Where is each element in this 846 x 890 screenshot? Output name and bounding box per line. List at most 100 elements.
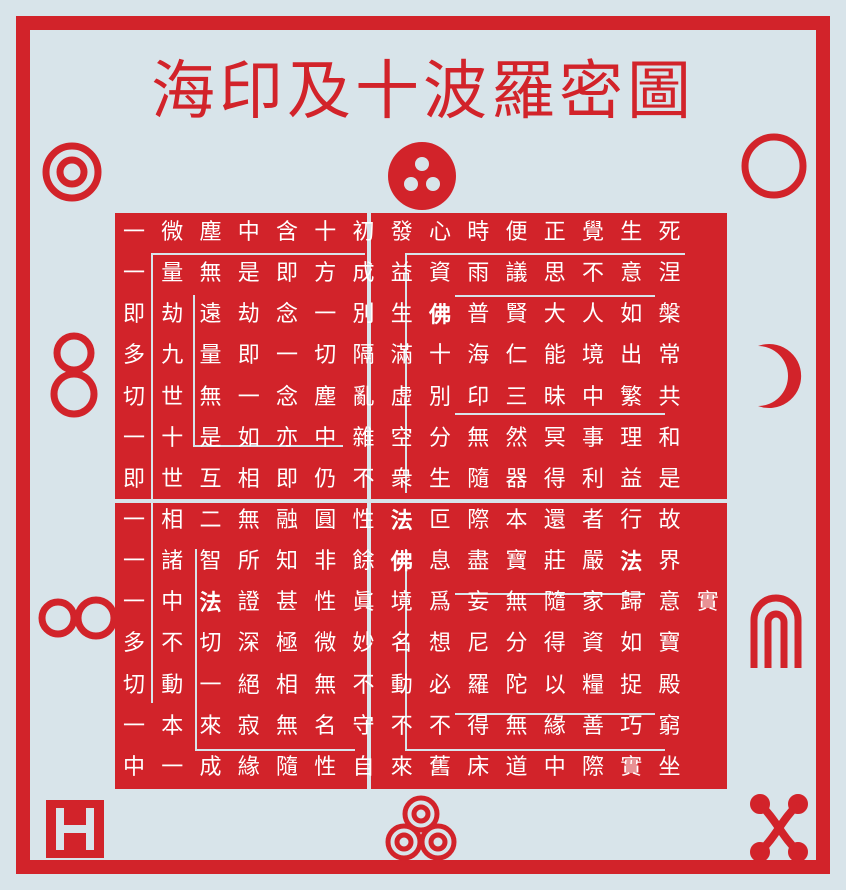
seal-character: 生 [423,464,457,496]
seal-character: 隔 [347,340,381,372]
seal-character: 微 [155,217,189,249]
seal-character: 本 [155,711,189,743]
seal-character: 智 [194,546,228,578]
seal-character: 繁 [614,382,648,414]
seal-character: 正 [538,217,572,249]
seal-character: 仍 [308,464,342,496]
seal-character: 行 [614,505,648,537]
seal-character: 一 [232,382,266,414]
h-glyph-icon [42,796,108,862]
seal-character: 塵 [194,217,228,249]
three-dots-circle-icon [384,138,460,214]
seal-character: 出 [614,340,648,372]
seal-character: 分 [500,628,534,660]
seal-character: 含 [270,217,304,249]
seal-character: 隨 [538,587,572,619]
seal-character: 寶 [653,628,687,660]
seal-character: 槃 [653,299,687,331]
seal-character: 境 [576,340,610,372]
seal-character: 隨 [270,752,304,784]
seal-character: 中 [155,587,189,619]
seal-character: 意 [614,258,648,290]
seal-character: 中 [576,382,610,414]
seal-character: 際 [461,505,495,537]
seal-character: 微 [308,628,342,660]
seal-character: 十 [308,217,342,249]
seal-character: 不 [385,711,419,743]
seal-character: 空 [385,423,419,455]
seal-character: 事 [576,423,610,455]
seal-character: 深 [232,628,266,660]
seal-character: 是 [194,423,228,455]
seal-character: 生 [614,217,648,249]
seal-character: 十 [155,423,189,455]
seal-character: 以 [538,670,572,702]
seal-character: 即 [117,464,151,496]
seal-character: 即 [270,464,304,496]
seal-character: 糧 [576,670,610,702]
knot-icon [748,792,810,864]
seal-character: 成 [194,752,228,784]
seal-character: 實 [614,752,648,784]
seal-character: 器 [500,464,534,496]
seal-character: 如 [232,423,266,455]
seal-character: 法 [614,546,648,578]
seal-character: 緣 [538,711,572,743]
seal-character: 衆 [385,464,419,496]
seal-character: 死 [653,217,687,249]
circle-icon [738,130,810,202]
seal-character: 無 [500,587,534,619]
seal-character: 如 [614,628,648,660]
seal-character: 佛 [423,299,457,331]
seal-character: 世 [155,464,189,496]
seal-character: 性 [308,752,342,784]
seal-character: 動 [155,670,189,702]
seal-maze-grid: 一微塵中含十初發心時便正覺生死一微塵中含十初發心時便正覺生死一量無是即方成益資雨… [115,213,727,789]
seal-character: 無 [500,711,534,743]
seal-character: 三 [500,382,534,414]
seal-character: 非 [308,546,342,578]
seal-character: 一 [117,711,151,743]
seal-character: 量 [194,340,228,372]
seal-character: 中 [538,752,572,784]
seal-character: 無 [232,505,266,537]
seal-character: 大 [538,299,572,331]
seal-character: 名 [385,628,419,660]
seal-character: 冥 [538,423,572,455]
seal-character: 融 [270,505,304,537]
seal-character: 餘 [347,546,381,578]
seal-character: 眞 [347,587,381,619]
seal-character: 切 [117,670,151,702]
seal-character: 昧 [538,382,572,414]
seal-character: 無 [194,258,228,290]
seal-character: 無 [461,423,495,455]
seal-character: 資 [576,628,610,660]
seal-character: 家 [576,587,610,619]
seal-character: 想 [423,628,457,660]
seal-character: 成 [347,258,381,290]
seal-character: 法 [194,587,228,619]
seal-character: 叵 [423,505,457,537]
seal-character: 床 [461,752,495,784]
seal-character: 印 [461,382,495,414]
seal-character: 遠 [194,299,228,331]
seal-character: 如 [614,299,648,331]
seal-character: 爲 [423,587,457,619]
seal-character: 普 [461,299,495,331]
seal-character: 還 [538,505,572,537]
seal-character: 是 [653,464,687,496]
seal-character: 必 [423,670,457,702]
seal-character: 坐 [653,752,687,784]
seal-character: 資 [423,258,457,290]
seal-character: 絕 [232,670,266,702]
seal-character: 寂 [232,711,266,743]
seal-character: 益 [385,258,419,290]
seal-character: 巧 [614,711,648,743]
seal-character: 九 [155,340,189,372]
seal-character: 不 [423,711,457,743]
seal-character: 二 [194,505,228,537]
seal-character: 實 [691,587,725,619]
seal-character: 初 [347,217,381,249]
seal-character: 妄 [461,587,495,619]
seal-character: 守 [347,711,381,743]
